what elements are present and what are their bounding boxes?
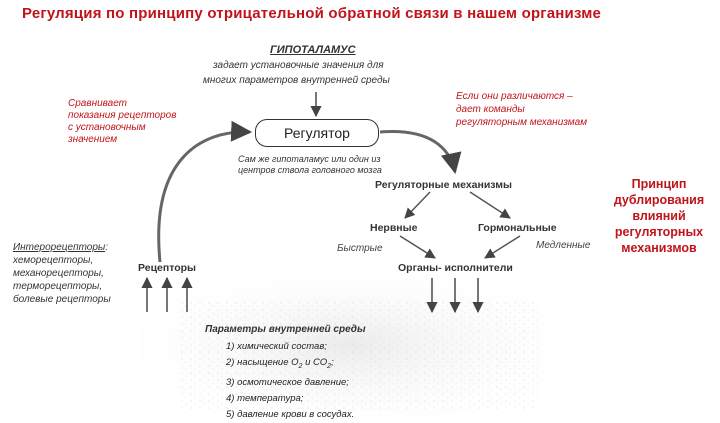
params-list: 1) химический состав; 2) насыщение О2 и …: [226, 339, 354, 423]
duplication-line-5: механизмов: [621, 241, 697, 255]
compares-line-3: с установочным: [68, 122, 146, 133]
interoreceptor-item-3: терморецепторы,: [13, 281, 103, 292]
param-item-2-end: ;: [331, 357, 334, 368]
interoreceptor-item-4: болевые рецепторы: [13, 294, 111, 305]
co2-subscript: 2: [327, 362, 332, 370]
interoreceptors-block: Интерорецепторы: хеморецепторы, механоре…: [13, 241, 111, 306]
page-title: Регуляция по принципу отрицательной обра…: [22, 5, 602, 22]
param-item-4: 4) температура;: [226, 392, 304, 404]
param-item-2-text: 2) насыщение О: [226, 357, 299, 368]
differ-line-2: дает команды: [456, 104, 525, 115]
compares-line-1: Сравнивает: [68, 98, 127, 109]
regulator-to-mechanisms-arc: [379, 129, 462, 175]
compares-note: Сравнивает показания рецепторов с устано…: [68, 98, 176, 146]
to-hormonal-arrow: [469, 191, 511, 219]
hypothalamus-line-2: многих параметров внутренней среды: [203, 75, 390, 86]
duplication-line-2: дублирования: [613, 193, 705, 207]
param-item-1: 1) химический состав;: [226, 341, 327, 352]
nervous-to-organs-arrow: [399, 235, 436, 259]
hormonal-to-organs-arrow: [484, 235, 521, 259]
to-nervous-arrow: [404, 191, 431, 219]
receptors-label: Рецепторы: [138, 262, 197, 274]
compares-line-4: значением: [68, 134, 118, 145]
interoreceptor-item-1: хеморецепторы,: [13, 255, 94, 266]
nervous-label: Нервные: [370, 222, 418, 234]
hormonal-label: Гормональные: [478, 222, 557, 234]
compares-line-2: показания рецепторов: [68, 110, 177, 121]
param-item-3: 3) осмотическое давление;: [226, 376, 349, 388]
param-item-2-mid: и СО: [302, 357, 328, 368]
params-heading: Параметры внутренней среды: [205, 324, 366, 335]
regulator-note-line-1: Сам же гипоталамус или один из: [238, 154, 381, 164]
differ-note: Если они различаются – дает команды регу…: [456, 90, 587, 129]
fast-label: Быстрые: [337, 243, 383, 254]
hypothalamus-line-1: задает установочные значения для: [213, 60, 384, 71]
regulator-note: Сам же гипоталамус или один из центров с…: [238, 154, 382, 176]
interoreceptors-heading: Интерорецепторы: [13, 242, 106, 253]
feedback-arc-left: [157, 120, 253, 263]
differ-line-1: Если они различаются –: [456, 91, 573, 102]
interoreceptor-item-2: механорецепторы,: [13, 268, 104, 279]
param-item-5: 5) давление крови в сосудах.: [226, 408, 355, 420]
mechanisms-label: Регуляторные механизмы: [375, 179, 512, 191]
duplication-line-3: влияний: [632, 209, 686, 223]
differ-line-3: регуляторным механизмам: [456, 117, 588, 128]
interoreceptors-colon: :: [105, 242, 109, 253]
duplication-principle: Принцип дублирования влияний регуляторны…: [600, 176, 718, 256]
interoreceptors-heading-line: Интерорецепторы:: [13, 241, 111, 254]
o2-subscript: 2: [298, 362, 303, 370]
duplication-line-4: регуляторных: [614, 225, 704, 239]
param-item-2: 2) насыщение О2 и СО2;: [226, 355, 354, 375]
slow-label: Медленные: [536, 240, 591, 251]
organs-label: Органы- исполнители: [398, 262, 513, 274]
regulator-note-line-2: центров ствола головного мозга: [238, 165, 382, 175]
duplication-line-1: Принцип: [631, 177, 687, 191]
regulator-box: Регулятор: [255, 119, 379, 147]
hypothalamus-title: ГИПОТАЛАМУС: [270, 44, 356, 56]
